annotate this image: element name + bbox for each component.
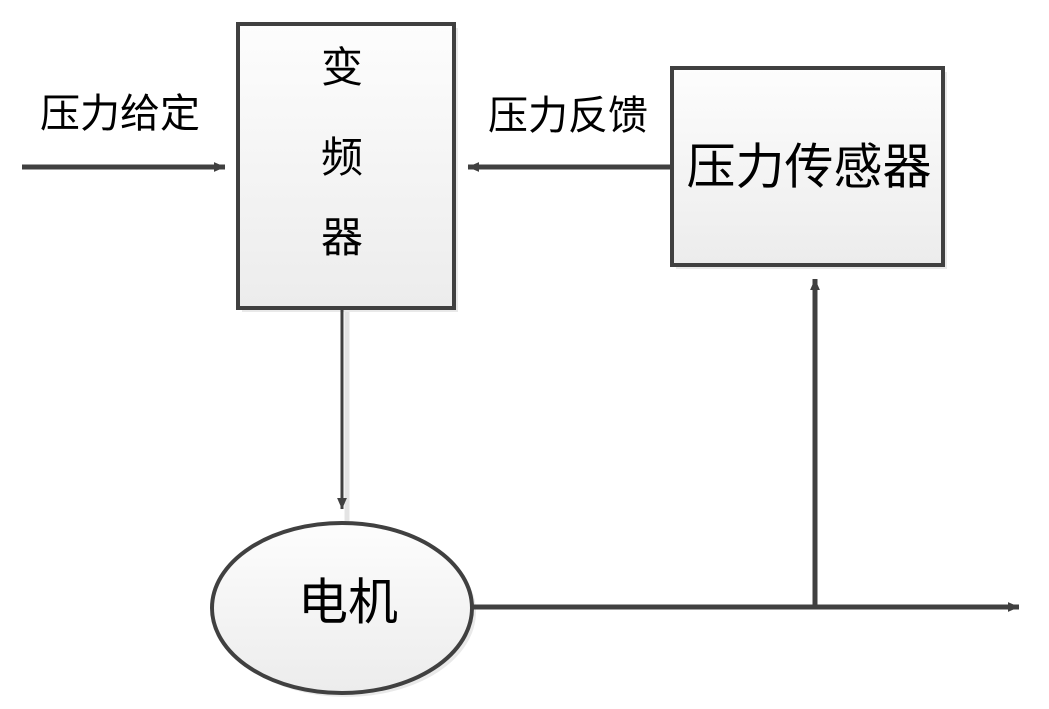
pressure-sensor-node[interactable]: 压力传感器 <box>670 66 945 267</box>
pressure-sensor-node-shape[interactable] <box>670 66 945 267</box>
pressure-feedback-label: 压力反馈 <box>488 93 648 138</box>
inverter-label-char-1: 频 <box>321 136 363 182</box>
inverter-label-char-2: 器 <box>321 216 363 262</box>
inverter-node-shape[interactable] <box>236 22 456 310</box>
motor-node-shape[interactable] <box>210 521 474 695</box>
inverter-label-char-0: 变 <box>321 45 363 92</box>
pressure-sensor-label: 压力传感器 <box>686 139 931 194</box>
motor-label: 电机 <box>298 574 398 630</box>
inverter-node[interactable]: 变 频 器 <box>236 22 456 310</box>
pressure-setpoint-label: 压力给定 <box>40 91 200 136</box>
motor-node[interactable]: 电机 <box>210 521 474 695</box>
